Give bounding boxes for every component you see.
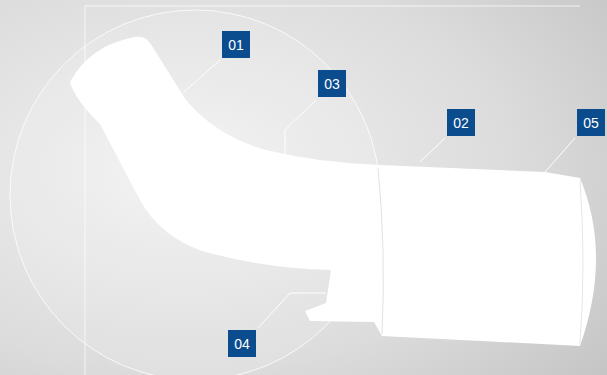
frame-line [85,6,580,7]
objective-seam [580,180,583,344]
callout-number: 04 [228,330,256,357]
leader-line [258,293,326,328]
spotting-scope [70,37,596,346]
leader-line [183,60,220,93]
body-seam [378,168,383,334]
leader-line [545,138,575,172]
callout-number: 02 [447,109,475,136]
leader-line [420,138,445,162]
callout-number: 05 [577,109,605,136]
callout-number: 03 [318,70,346,97]
leader-line [285,100,316,156]
callout-number: 01 [222,31,250,58]
